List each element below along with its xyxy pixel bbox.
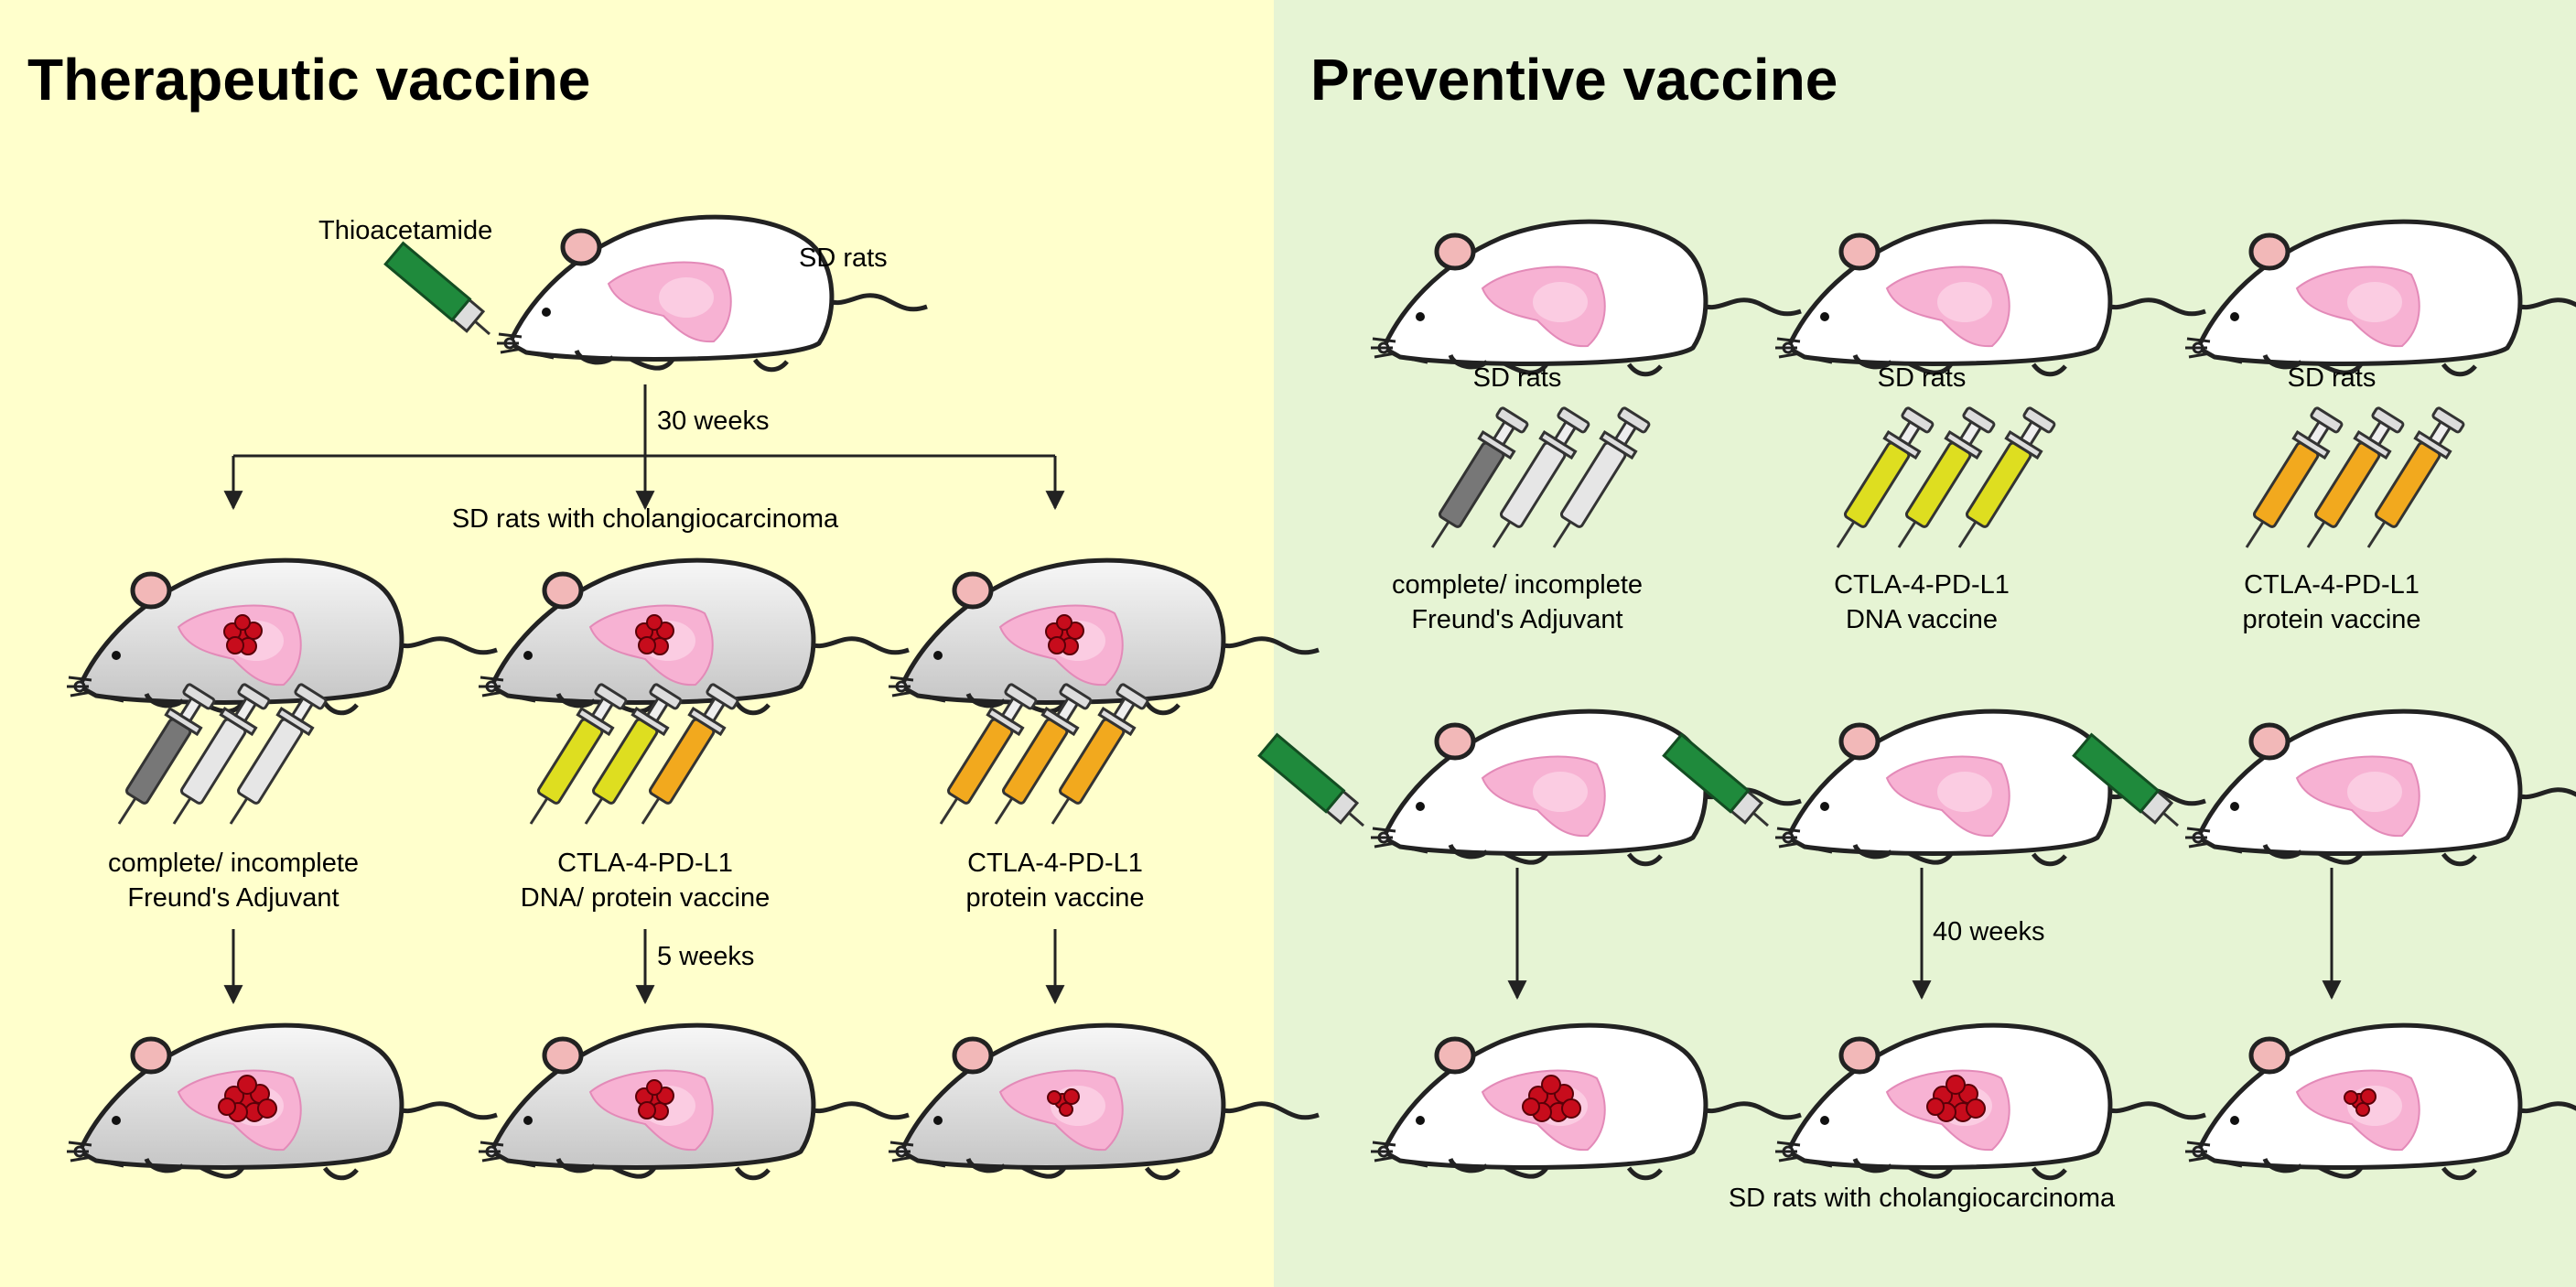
label-line: DNA vaccine (1845, 605, 1998, 634)
label-line: CTLA-4-PD-L1 (967, 849, 1143, 878)
label-line: CTLA-4-PD-L1 (1834, 570, 2010, 600)
therapeutic-5week-arrows (223, 929, 1065, 1005)
preventive-rats-label-1: SD rats (1472, 363, 1562, 393)
label-line: protein vaccine (965, 883, 1145, 913)
therapeutic-title: Therapeutic vaccine (27, 47, 591, 113)
label-line: Freund's Adjuvant (127, 883, 340, 913)
preventive-title: Preventive vaccine (1310, 47, 1838, 113)
preventive-outcome-label: SD rats with cholangiocarcinoma (1728, 1184, 2116, 1213)
therapeutic-branch-arrows (223, 384, 1065, 511)
therapeutic-rats-label: SD rats (799, 243, 888, 273)
label-line: DNA/ protein vaccine (520, 883, 771, 913)
preventive-rats-label-2: SD rats (1877, 363, 1967, 393)
therapeutic-disease-label: SD rats with cholangiocarcinoma (451, 504, 839, 534)
label-line: complete/ incomplete (1391, 570, 1644, 600)
label-line: CTLA-4-PD-L1 (2244, 570, 2420, 600)
label-line: protein vaccine (2242, 605, 2421, 634)
therapeutic-5weeks-label: 5 weeks (657, 942, 755, 971)
therapeutic-group-1-label: complete/ incomplete Freund's Adjuvant (50, 846, 416, 915)
therapeutic-group-2-label: CTLA-4-PD-L1 DNA/ protein vaccine (462, 846, 828, 915)
label-line: Freund's Adjuvant (1411, 605, 1623, 634)
therapeutic-30weeks-label: 30 weeks (657, 406, 770, 436)
preventive-40week-arrows (1507, 868, 2342, 1000)
preventive-group-2-label: CTLA-4-PD-L1 DNA vaccine (1739, 568, 2105, 637)
therapeutic-group-3-label: CTLA-4-PD-L1 protein vaccine (872, 846, 1238, 915)
preventive-40weeks-label: 40 weeks (1933, 917, 2045, 946)
thioacetamide-label: Thioacetamide (318, 216, 493, 245)
preventive-group-3-label: CTLA-4-PD-L1 protein vaccine (2149, 568, 2515, 637)
preventive-rats-label-3: SD rats (2287, 363, 2377, 393)
label-line: CTLA-4-PD-L1 (557, 849, 733, 878)
preventive-group-1-label: complete/ incomplete Freund's Adjuvant (1334, 568, 1700, 637)
label-line: complete/ incomplete (107, 849, 360, 878)
